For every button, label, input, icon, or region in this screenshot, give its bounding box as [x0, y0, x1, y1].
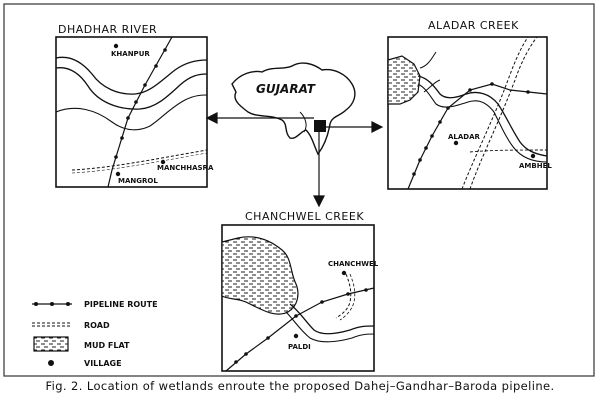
gujarat-site-marker — [314, 120, 326, 132]
legend: PIPELINE ROUTE ROAD MUD FLAT VILLAGE — [32, 300, 158, 368]
village-khanpur-dot — [113, 43, 119, 49]
legend-pipeline-label: PIPELINE ROUTE — [84, 300, 158, 309]
chanchwel-road-2 — [339, 273, 356, 321]
aladar-mud-flat — [387, 55, 421, 105]
village-manchhasra-dot — [160, 159, 166, 165]
dhadhar-map-frame — [55, 36, 208, 188]
village-paldi-label: PALDI — [288, 343, 311, 351]
dhadhar-title: DHADHAR RIVER — [58, 23, 157, 36]
gujarat-gulf — [299, 111, 307, 133]
chanchwel-map: CHANCHWEL PALDI — [221, 224, 379, 372]
dhadhar-pipeline-nodes — [114, 48, 167, 159]
chanchwel-pipeline-nodes — [234, 288, 368, 364]
village-mangrol-dot — [115, 171, 121, 177]
gujarat-label: GUJARAT — [256, 82, 316, 96]
aladar-road-2 — [461, 36, 529, 190]
village-ambhel-label: AMBHEL — [519, 162, 552, 170]
aladar-title: ALADAR CREEK — [428, 19, 519, 32]
figure-caption: Fig. 2. Location of wetlands enroute the… — [45, 379, 555, 393]
chanchwel-creek — [289, 303, 375, 335]
aladar-pipeline — [407, 83, 548, 190]
dhadhar-road — [71, 149, 208, 171]
village-aladar-dot — [453, 140, 459, 146]
road-dashed-line-icon — [32, 322, 72, 327]
village-dot-icon — [48, 360, 54, 366]
pipeline-line-icon — [32, 302, 72, 306]
chanchwel-title: CHANCHWEL CREEK — [245, 210, 364, 223]
dhadhar-river-loop — [55, 94, 208, 131]
mud-flat-hatch-icon — [33, 336, 69, 352]
aladar-road-3 — [469, 149, 548, 153]
village-khanpur-label: KHANPUR — [111, 50, 150, 58]
dhadhar-road-2 — [71, 152, 208, 174]
village-aladar-label: ALADAR — [448, 133, 481, 141]
arrows — [205, 112, 384, 208]
legend-mud-flat-label: MUD FLAT — [84, 341, 130, 350]
figure-frame — [3, 3, 595, 377]
aladar-road-1 — [469, 36, 538, 190]
aladar-creek-branch — [419, 51, 441, 93]
dhadhar-river-upper-bank — [55, 56, 208, 95]
legend-village-label: VILLAGE — [84, 359, 122, 368]
chanchwel-creek-2 — [285, 311, 375, 343]
aladar-pipeline-nodes — [412, 82, 530, 176]
village-paldi-dot — [293, 333, 299, 339]
aladar-creek — [417, 75, 548, 157]
gujarat-inset: GUJARAT — [231, 62, 356, 156]
gujarat-outline — [231, 62, 356, 156]
aladar-map: ALADAR AMBHEL — [387, 36, 552, 190]
village-ambhel-dot — [530, 153, 536, 159]
chanchwel-mud-flat — [221, 236, 299, 315]
village-manchhasra-label: MANCHHASRA — [157, 164, 214, 172]
village-chanchwel-dot — [341, 270, 347, 276]
dhadhar-map: KHANPUR MANCHHASRA MANGROL — [55, 36, 214, 188]
legend-road-label: ROAD — [84, 321, 110, 330]
aladar-map-frame — [387, 36, 548, 190]
village-chanchwel-label: CHANCHWEL — [328, 260, 379, 268]
village-mangrol-label: MANGROL — [118, 177, 158, 185]
dhadhar-river-lower-bank — [55, 67, 208, 110]
